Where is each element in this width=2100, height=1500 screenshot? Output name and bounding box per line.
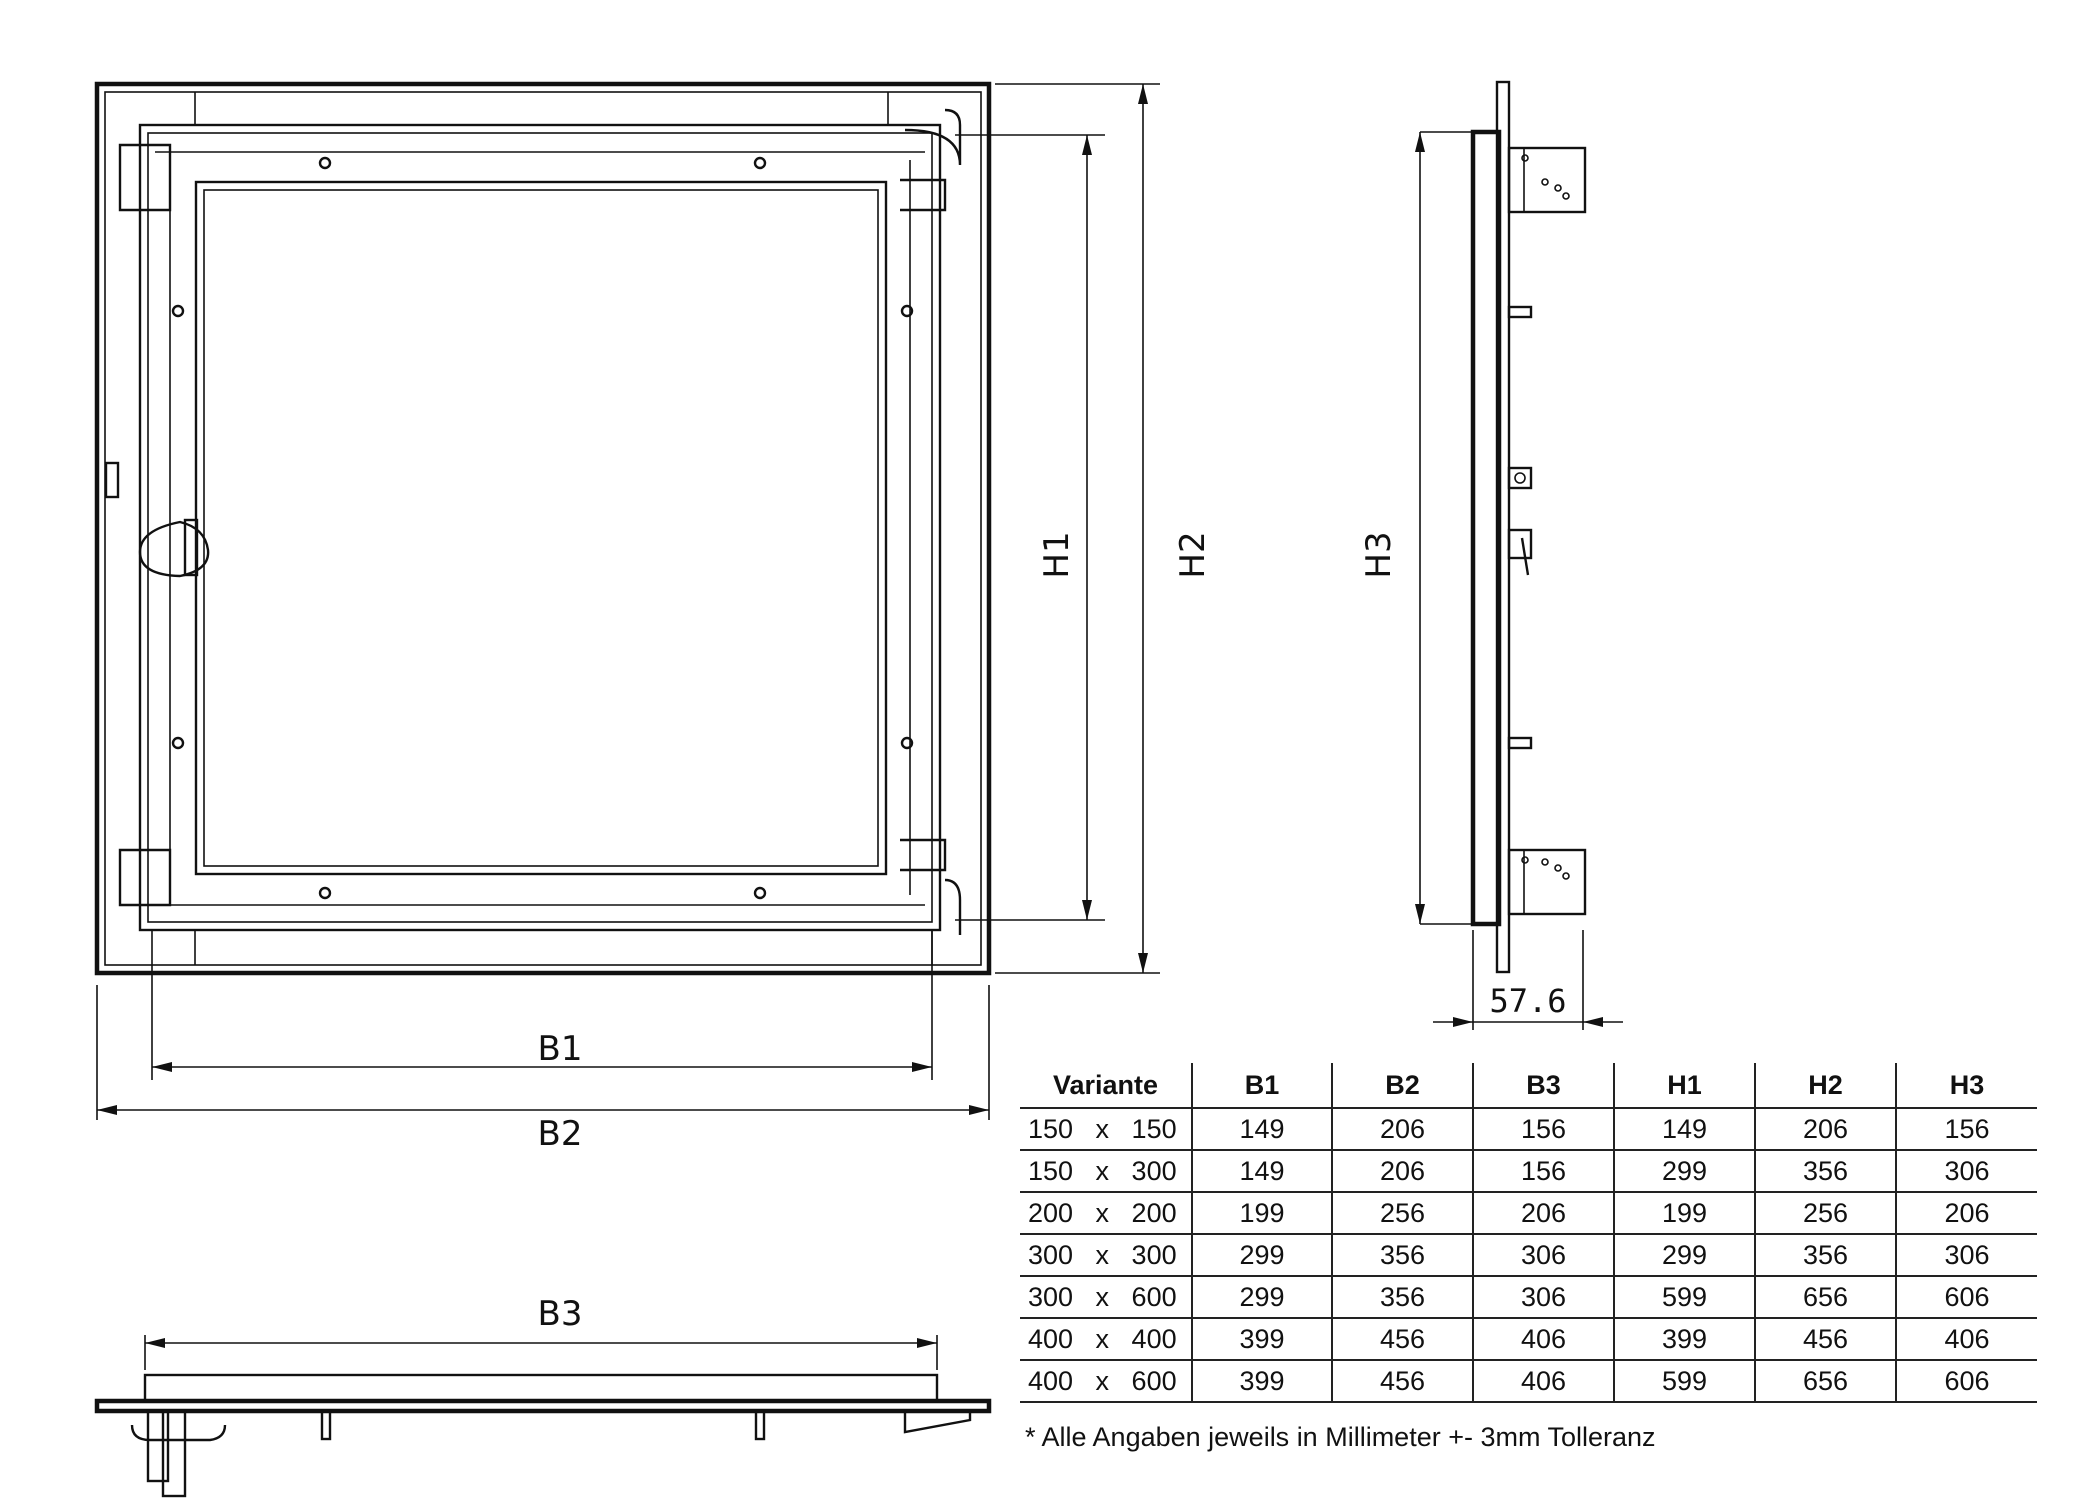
- side-view: [1470, 80, 1587, 974]
- table-cell: 456: [1331, 1317, 1474, 1361]
- h1-label: H1: [1037, 531, 1077, 578]
- front-view: [94, 81, 992, 976]
- front-dimensions: B1 B2 H1 H2: [96, 83, 1213, 1154]
- table-cell: 400 x 400: [1020, 1317, 1193, 1361]
- table-cell: 399: [1191, 1359, 1333, 1403]
- table-cell: 406: [1472, 1359, 1615, 1403]
- header-h3: H3: [1895, 1063, 2037, 1109]
- table-cell: 606: [1895, 1275, 2037, 1319]
- table-cell: 356: [1331, 1233, 1474, 1277]
- table-cell: 299: [1613, 1149, 1756, 1193]
- table-cell: 199: [1191, 1191, 1333, 1235]
- table-cell: 299: [1191, 1275, 1333, 1319]
- table-cell: 150 x 150: [1020, 1107, 1193, 1151]
- table-cell: 356: [1754, 1233, 1897, 1277]
- footnote: * Alle Angaben jeweils in Millimeter +- …: [1025, 1422, 1656, 1452]
- table-cell: 299: [1191, 1233, 1333, 1277]
- table-cell: 300 x 600: [1020, 1275, 1193, 1319]
- table-cell: 306: [1472, 1233, 1615, 1277]
- table-cell: 406: [1895, 1317, 2037, 1361]
- table-cell: 606: [1895, 1359, 2037, 1403]
- table-cell: 206: [1331, 1149, 1474, 1193]
- table-cell: 356: [1754, 1149, 1897, 1193]
- table-cell: 150 x 300: [1020, 1149, 1193, 1193]
- bottom-dimensions: B3: [144, 1294, 938, 1370]
- header-b3: B3: [1472, 1063, 1615, 1109]
- table-row: 300 x 600 299 356 306 599 656 606: [1020, 1275, 2037, 1319]
- b2-label: B2: [538, 1114, 583, 1154]
- h2-label: H2: [1173, 531, 1213, 578]
- header-variante: Variante: [1020, 1063, 1193, 1109]
- table-cell: 206: [1472, 1191, 1615, 1235]
- table-cell: 599: [1613, 1359, 1756, 1403]
- table-cell: 206: [1331, 1107, 1474, 1151]
- table-cell: 599: [1613, 1275, 1756, 1319]
- table-cell: 356: [1331, 1275, 1474, 1319]
- header-b1: B1: [1191, 1063, 1333, 1109]
- table-cell: 306: [1895, 1233, 2037, 1277]
- table-cell: 206: [1754, 1107, 1897, 1151]
- header-h2: H2: [1754, 1063, 1897, 1109]
- table-cell: 656: [1754, 1275, 1897, 1319]
- header-h1: H1: [1613, 1063, 1756, 1109]
- table-row: 400 x 600 399 456 406 599 656 606: [1020, 1359, 2037, 1403]
- table-cell: 149: [1191, 1149, 1333, 1193]
- table-row: 150 x 300 149 206 156 299 356 306: [1020, 1149, 2037, 1193]
- table-cell: 656: [1754, 1359, 1897, 1403]
- table-cell: 256: [1331, 1191, 1474, 1235]
- table-cell: 199: [1613, 1191, 1756, 1235]
- b1-label: B1: [538, 1029, 583, 1069]
- table-row: 300 x 300 299 356 306 299 356 306: [1020, 1233, 2037, 1277]
- table-cell: 299: [1613, 1233, 1756, 1277]
- side-dimensions: H3 57.6: [1359, 131, 1623, 1030]
- table-cell: 456: [1331, 1359, 1474, 1403]
- table-cell: 456: [1754, 1317, 1897, 1361]
- header-b2: B2: [1331, 1063, 1474, 1109]
- table-cell: 156: [1472, 1107, 1615, 1151]
- bottom-view: [94, 1373, 992, 1498]
- table-cell: 256: [1754, 1191, 1897, 1235]
- depth-label: 57.6: [1489, 982, 1566, 1020]
- table-cell: 206: [1895, 1191, 2037, 1235]
- table-cell: 306: [1472, 1275, 1615, 1319]
- b3-label: B3: [538, 1294, 583, 1334]
- table-cell: 399: [1613, 1317, 1756, 1361]
- table-cell: 300 x 300: [1020, 1233, 1193, 1277]
- h3-label: H3: [1359, 531, 1399, 578]
- table-row: 150 x 150 149 206 156 149 206 156: [1020, 1107, 2037, 1151]
- table-cell: 156: [1895, 1107, 2037, 1151]
- table-header-row: Variante B1 B2 B3 H1 H2 H3: [1020, 1063, 2037, 1109]
- table-cell: 400 x 600: [1020, 1359, 1193, 1403]
- table-row: 400 x 400 399 456 406 399 456 406: [1020, 1317, 2037, 1361]
- table-cell: 406: [1472, 1317, 1615, 1361]
- table-cell: 306: [1895, 1149, 2037, 1193]
- table-row: 200 x 200 199 256 206 199 256 206: [1020, 1191, 2037, 1235]
- table-cell: 156: [1472, 1149, 1615, 1193]
- dimension-table: Variante B1 B2 B3 H1 H2 H3 150 x 150 149…: [1020, 1063, 2037, 1403]
- table-cell: 149: [1191, 1107, 1333, 1151]
- table-cell: 200 x 200: [1020, 1191, 1193, 1235]
- table-cell: 399: [1191, 1317, 1333, 1361]
- table-cell: 149: [1613, 1107, 1756, 1151]
